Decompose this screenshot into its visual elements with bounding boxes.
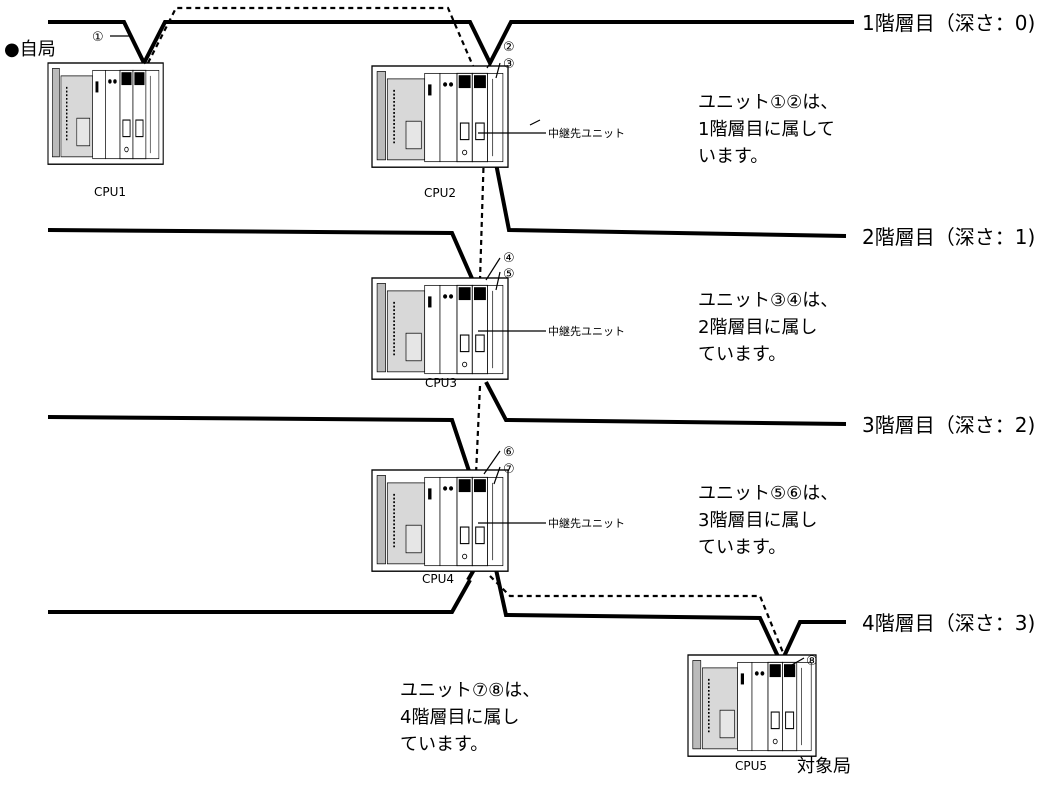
unit-2-number: ②: [503, 40, 515, 55]
svg-text:ユニット⑦⑧は、: ユニット⑦⑧は、: [400, 680, 540, 701]
unit-7-leader: [493, 466, 501, 485]
unit-4-leader: [485, 257, 501, 281]
unit-7-number: ⑦: [503, 462, 515, 477]
unit-3-leader: [495, 62, 501, 79]
unit-4-number: ④: [503, 251, 515, 266]
cpu2-plc: [371, 65, 509, 169]
network-line-layer-1: [48, 20, 854, 238]
relay-leader-1: [478, 119, 546, 134]
description-layer-1: ユニット①②は、 1階層目に属して います。: [698, 92, 838, 167]
svg-text:ユニット①②は、: ユニット①②は、: [698, 92, 838, 113]
svg-text:ユニット③④は、: ユニット③④は、: [698, 290, 838, 311]
unit-1-number: ①: [92, 30, 104, 45]
unit-8-leader: [789, 657, 805, 667]
unit-1-leader: [110, 35, 146, 65]
svg-text:ています。: ています。: [400, 734, 488, 755]
layer-3-label: 3階層目（深さ：2): [862, 413, 1035, 437]
svg-text:います。: います。: [698, 146, 768, 167]
unit-5-leader: [495, 271, 501, 291]
cpu2-label: CPU2: [424, 186, 456, 200]
relay-label-2: 中継先ユニット: [548, 324, 625, 338]
unit-2-leader: [486, 46, 501, 69]
description-layer-3: ユニット⑤⑥は、 3階層目に属し ています。: [698, 483, 838, 558]
svg-text:1階層目に属して: 1階層目に属して: [698, 119, 835, 140]
cpu1-label: CPU1: [94, 185, 126, 199]
cpu1-plc: [47, 62, 165, 166]
cpu4-plc: [371, 469, 509, 573]
unit-5-number: ⑤: [503, 267, 515, 282]
routing-path: [147, 6, 788, 661]
relay-label-3: 中継先ユニット: [548, 516, 625, 530]
layer-4-label: 4階層目（深さ：3): [862, 611, 1035, 635]
cpu4-label: CPU4: [422, 572, 454, 586]
svg-text:4階層目に属し: 4階層目に属し: [400, 707, 519, 728]
svg-text:ています。: ています。: [698, 537, 786, 558]
cpu3-plc: [371, 277, 509, 381]
svg-text:2階層目に属し: 2階層目に属し: [698, 317, 817, 338]
unit-6-number: ⑥: [503, 445, 515, 460]
unit-3-number: ③: [503, 57, 515, 72]
svg-text:ています。: ています。: [698, 344, 786, 365]
svg-text:ユニット⑤⑥は、: ユニット⑤⑥は、: [698, 483, 838, 504]
layer-2-label: 2階層目（深さ：1): [862, 225, 1035, 249]
svg-text:3階層目に属し: 3階層目に属し: [698, 510, 817, 531]
target-station-label: 対象局: [797, 756, 851, 777]
network-line-layer-4: [48, 579, 472, 614]
relay-label-1: 中継先ユニット: [548, 126, 625, 140]
cpu5-plc: [687, 654, 817, 758]
unit-6-leader: [483, 450, 501, 475]
layer-1-label: 1階層目（深さ：0): [862, 11, 1035, 35]
self-station-label: ●自局: [4, 39, 56, 60]
unit-8-number: ⑧: [806, 654, 818, 669]
cpu5-label: CPU5: [735, 759, 767, 773]
description-layer-4: ユニット⑦⑧は、 4階層目に属し ています。: [400, 680, 540, 755]
cpu3-label: CPU3: [425, 376, 457, 390]
description-layer-2: ユニット③④は、 2階層目に属し ています。: [698, 290, 838, 365]
